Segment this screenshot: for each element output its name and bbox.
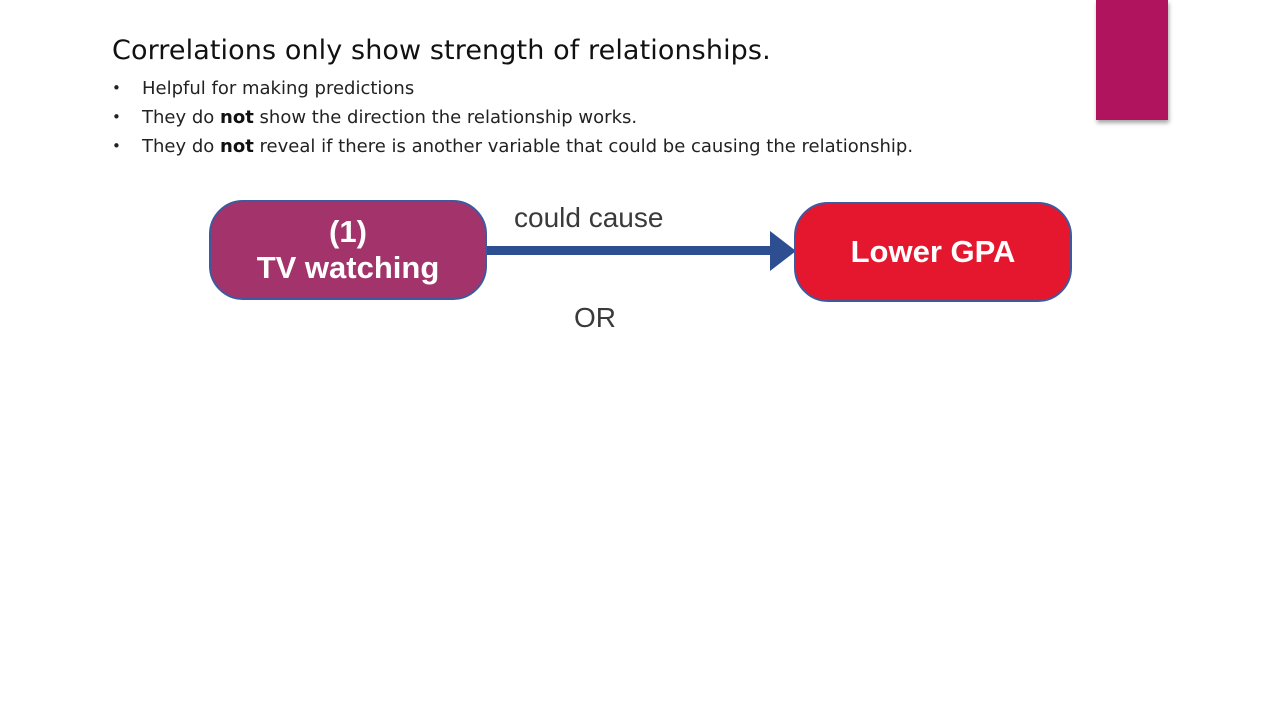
bullet-icon: • [112, 108, 121, 126]
bullet-item: • They do not reveal if there is another… [112, 133, 913, 162]
slide-heading: Correlations only show strength of relat… [112, 35, 771, 66]
accent-bar [1096, 0, 1168, 120]
bullet-text: show the direction the relationship work… [253, 107, 638, 128]
bullet-emphasis: not [220, 136, 254, 157]
bullet-emphasis: not [220, 107, 254, 128]
bullet-list: • Helpful for making predictions • They … [112, 75, 913, 162]
node-number: (1) [329, 214, 367, 249]
bullet-text: Helpful for making predictions [142, 78, 415, 99]
bullet-icon: • [112, 79, 121, 97]
node-label: TV watching [256, 250, 440, 285]
lower-gpa-node: Lower GPA [794, 202, 1072, 302]
node-label: Lower GPA [850, 234, 1016, 269]
arrow-head-icon [770, 231, 796, 271]
bullet-text: reveal if there is another variable that… [253, 136, 914, 157]
tv-watching-node: (1) TV watching [209, 200, 487, 300]
bullet-item: • They do not show the direction the rel… [112, 104, 913, 133]
bullet-icon: • [112, 137, 121, 155]
bullet-text: They do [142, 107, 221, 128]
bullet-text: They do [142, 136, 221, 157]
or-separator: OR [574, 302, 616, 333]
bullet-item: • Helpful for making predictions [112, 75, 913, 104]
arrow-shaft [487, 246, 772, 255]
edge-label: could cause [514, 202, 664, 233]
